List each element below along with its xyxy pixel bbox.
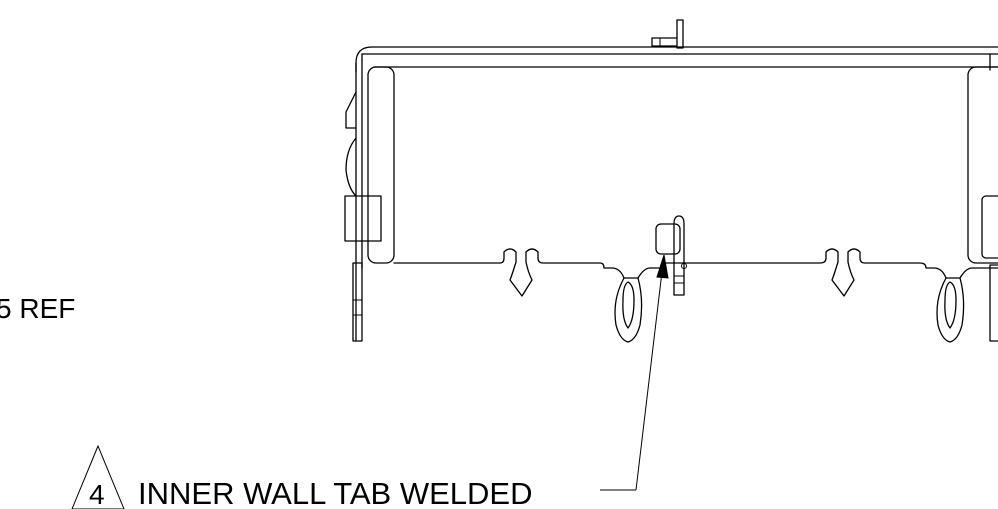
callout-leader: [600, 254, 669, 491]
flag-note: 4: [71, 444, 125, 509]
bottom-profile: [393, 248, 998, 343]
left-wall: [344, 59, 395, 342]
top-tab: [651, 19, 684, 49]
callout-text: INNER WALL TAB WELDED: [138, 476, 532, 509]
inner-wall-tab: [655, 215, 687, 296]
top-rail: [355, 46, 998, 73]
right-wall: [967, 53, 998, 342]
ref-note: 5 REF: [0, 293, 75, 324]
flag-number: 4: [89, 479, 105, 509]
